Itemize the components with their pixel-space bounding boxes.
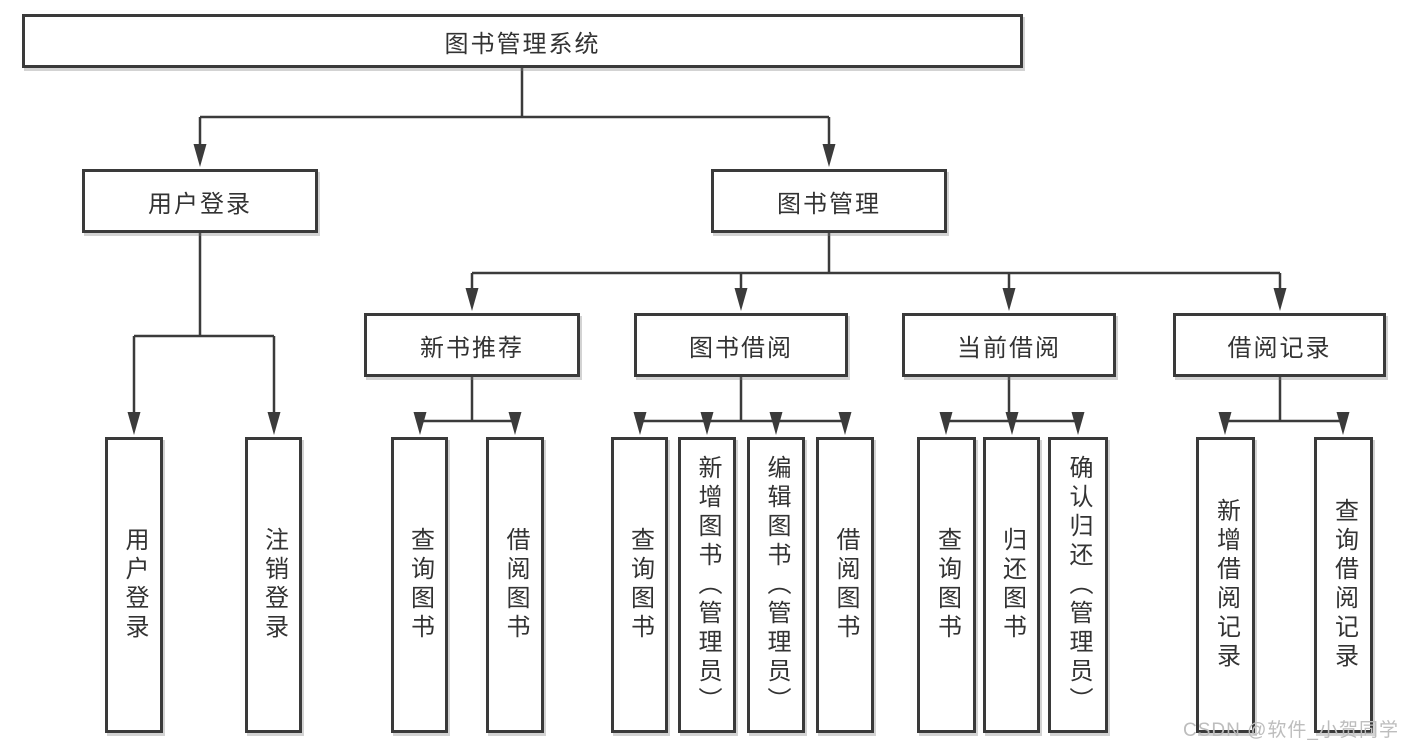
arrowhead-down-icon xyxy=(508,412,522,435)
arrowhead-down-icon xyxy=(1273,288,1287,311)
arrowhead-down-icon xyxy=(465,288,479,311)
arrowhead-down-icon xyxy=(267,412,281,435)
arrowhead-down-icon xyxy=(838,412,852,435)
arrowhead-down-icon xyxy=(939,412,953,435)
watermark: CSDN @软件_小贺同学 xyxy=(1183,720,1399,741)
edge-book-management xyxy=(465,233,1287,311)
node-v-confirm-return-admin: 确认归还（管理员） xyxy=(1048,437,1108,733)
node-root: 图书管理系统 xyxy=(22,14,1023,68)
arrowhead-down-icon xyxy=(1005,412,1019,435)
node-v-add-books-admin: 新增图书（管理员） xyxy=(678,437,736,733)
arrowhead-down-icon xyxy=(1002,288,1016,311)
node-v-logout: 注销登录 xyxy=(245,437,302,733)
node-new-book-recommend: 新书推荐 xyxy=(364,313,580,377)
node-v-query-books-1: 查询图书 xyxy=(391,437,448,733)
edge-new-book-recommend xyxy=(413,377,522,435)
node-book-borrowing: 图书借阅 xyxy=(634,313,848,377)
arrowhead-down-icon xyxy=(127,412,141,435)
node-v-query-borrow-record: 查询借阅记录 xyxy=(1314,437,1373,733)
edge-root xyxy=(193,68,836,167)
node-v-add-borrow-record: 新增借阅记录 xyxy=(1196,437,1255,733)
arrowhead-down-icon xyxy=(413,412,427,435)
node-v-return-books: 归还图书 xyxy=(983,437,1040,733)
arrowhead-down-icon xyxy=(734,288,748,311)
edge-book-borrowing xyxy=(633,377,852,435)
node-book-management: 图书管理 xyxy=(711,169,947,233)
node-v-borrow-books-1: 借阅图书 xyxy=(486,437,544,733)
arrowhead-down-icon xyxy=(822,144,836,167)
node-user-login: 用户登录 xyxy=(82,169,318,233)
node-v-query-books-3: 查询图书 xyxy=(917,437,976,733)
node-v-query-books-2: 查询图书 xyxy=(611,437,668,733)
node-v-borrow-books-2: 借阅图书 xyxy=(816,437,874,733)
arrowhead-down-icon xyxy=(769,412,783,435)
edge-current-borrowing xyxy=(939,377,1085,435)
arrowhead-down-icon xyxy=(193,144,207,167)
node-v-user-login: 用户登录 xyxy=(105,437,163,733)
arrowhead-down-icon xyxy=(633,412,647,435)
node-borrowing-records: 借阅记录 xyxy=(1173,313,1386,377)
arrowhead-down-icon xyxy=(700,412,714,435)
arrowhead-down-icon xyxy=(1071,412,1085,435)
arrowhead-down-icon xyxy=(1336,412,1350,435)
arrowhead-down-icon xyxy=(1218,412,1232,435)
edge-user-login xyxy=(127,233,281,435)
edge-borrowing-records xyxy=(1218,377,1350,435)
node-v-edit-books-admin: 编辑图书（管理员） xyxy=(747,437,805,733)
node-current-borrowing: 当前借阅 xyxy=(902,313,1116,377)
